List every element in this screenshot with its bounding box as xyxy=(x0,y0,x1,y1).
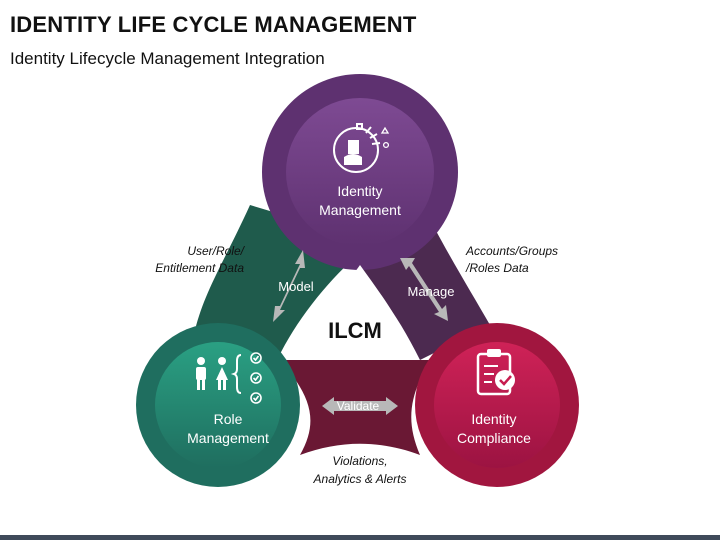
right-node-label-line2: Compliance xyxy=(457,430,531,446)
top-node-label-line1: Identity xyxy=(337,183,382,199)
footer-bar xyxy=(0,535,720,540)
center-hub xyxy=(308,265,412,360)
right-node-label-line1: Identity xyxy=(471,411,516,427)
page-title: IDENTITY LIFE CYCLE MANAGEMENT xyxy=(10,12,417,37)
model-arrow xyxy=(273,250,305,322)
validate-arrow xyxy=(322,397,398,415)
page-subtitle: Identity Lifecycle Management Integratio… xyxy=(10,49,325,68)
left-node-label-line1: Role xyxy=(214,411,243,427)
left-node-label-line2: Management xyxy=(187,430,269,446)
annotation-bottom-line2: Analytics & Alerts xyxy=(313,472,407,486)
annotation-right-line1: Accounts/Groups xyxy=(465,244,558,258)
manage-arrow xyxy=(400,258,448,321)
validate-label: Validate xyxy=(337,399,380,413)
annotation-left-line2: Entitlement Data xyxy=(155,261,244,275)
model-label: Model xyxy=(278,279,314,294)
clipboard-check-icon xyxy=(476,349,515,396)
annotation-bottom-line1: Violations, xyxy=(332,454,387,468)
right-node-disc[interactable] xyxy=(434,342,560,468)
role-people-checklist-icon xyxy=(196,352,262,404)
annotation-right-line2: /Roles Data xyxy=(465,261,529,275)
identity-user-icon xyxy=(333,123,390,173)
left-node-disc[interactable] xyxy=(155,342,281,468)
center-label: ILCM xyxy=(328,318,382,343)
top-node-label-line2: Management xyxy=(319,202,401,218)
manage-label: Manage xyxy=(408,284,455,299)
annotation-left-line1: User/Role/ xyxy=(187,244,245,258)
